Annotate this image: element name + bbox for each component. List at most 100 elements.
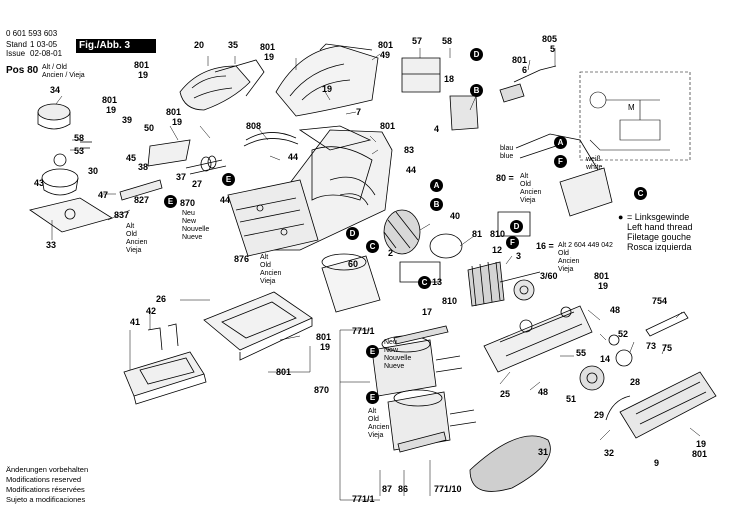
part-label: 81: [472, 229, 483, 239]
note-line: Nueve: [182, 234, 203, 241]
note-line: Old: [520, 181, 531, 188]
note-line: Nueve: [384, 363, 405, 370]
part-label: 35: [228, 40, 239, 50]
part-label: 52: [618, 329, 629, 339]
part-label: 19: [106, 105, 117, 115]
part-label: 9: [654, 458, 660, 468]
note-line: Neu: [384, 339, 397, 346]
note-16-label: 16 =: [536, 241, 554, 251]
part-label: 801: [594, 271, 610, 281]
note-line: Old: [368, 416, 379, 423]
part-label: 57: [412, 36, 423, 46]
part-label: 801: [166, 107, 182, 117]
part-label: 827: [134, 195, 150, 205]
part-label: 32: [604, 448, 615, 458]
note-line: Nouvelle: [182, 226, 210, 233]
note-line: Vieja: [260, 278, 276, 285]
legend-line: Left hand thread: [627, 222, 693, 232]
part-label: 26: [156, 294, 167, 304]
part-label: 27: [192, 179, 203, 189]
part-label: 754: [652, 296, 668, 306]
part-label: 75: [662, 343, 673, 353]
callout-bullet: D: [510, 220, 523, 233]
belt-housing: [483, 305, 593, 373]
chip-deflector: [245, 132, 297, 141]
field-coil: [383, 209, 463, 259]
rear-shoe: [123, 323, 207, 405]
part-label: 83: [404, 145, 415, 155]
part-label: 44: [220, 195, 231, 205]
drive-belt: [469, 435, 551, 492]
callout-bullet: E: [366, 391, 379, 404]
note-line: Vieja: [368, 432, 384, 439]
pos-80-note-2: Ancien / Vieja: [42, 72, 85, 79]
callout-bullet: C: [366, 240, 379, 253]
note-line: New: [384, 347, 399, 354]
part-label: 58: [74, 133, 85, 143]
note-line: Alt: [126, 223, 135, 230]
note-80-label: 80 =: [496, 173, 514, 183]
callout-bullet: C: [634, 187, 647, 200]
part-label: 44: [288, 152, 299, 162]
part-label: 34: [50, 85, 61, 95]
part-label: 19: [598, 281, 609, 291]
part-label: 801: [378, 40, 394, 50]
callout-bullet: E: [222, 173, 235, 186]
part-label: 810: [442, 296, 458, 306]
part-label: 18: [444, 74, 455, 84]
part-label: 801: [276, 367, 292, 377]
motor-symbol-label: M: [628, 103, 635, 112]
part-label: 45: [126, 153, 137, 163]
part-label: 3/60: [540, 271, 558, 281]
part-label: 25: [500, 389, 511, 399]
note-line: Ancien: [126, 239, 148, 246]
part-label: 7: [356, 107, 362, 117]
callout-bullet: F: [554, 155, 567, 168]
callout-bullet: E: [366, 345, 379, 358]
exhaust-tube: [321, 255, 381, 313]
part-label: 19: [322, 84, 333, 94]
legend-line: Rosca izquierda: [627, 242, 692, 252]
depth-knob-assembly: [29, 103, 113, 233]
part-label: 29: [594, 410, 605, 420]
part-label: 17: [422, 307, 433, 317]
note-line: Alt 2 604 449 042: [558, 242, 613, 249]
part-label: 870: [314, 385, 330, 395]
part-label: 13: [432, 277, 443, 287]
callout-bullet: C: [418, 276, 431, 289]
part-label: 12: [492, 245, 503, 255]
part-label: 14: [600, 354, 611, 364]
note-line: Ancien: [520, 189, 542, 196]
part-number: 0 601 593 603: [6, 29, 58, 38]
part-label: 42: [146, 306, 157, 316]
part-label: 53: [74, 146, 85, 156]
wire-white-de: weiß: [586, 156, 601, 163]
part-label: 870: [180, 198, 196, 208]
top-housing: [275, 43, 379, 117]
planer-drum-new: [371, 335, 463, 397]
part-label: 47: [98, 190, 109, 200]
adjustment-bar: [119, 179, 163, 201]
note-line: Old: [260, 262, 271, 269]
part-label: 6: [522, 65, 528, 75]
part-label: 39: [122, 115, 133, 125]
footer-line: Sujeto a modificaciones: [6, 495, 86, 504]
note-line: Alt: [368, 408, 377, 415]
wire-blue-de: blau: [500, 145, 514, 152]
part-label: 37: [176, 172, 187, 182]
part-label: 19: [696, 439, 707, 449]
part-label: 43: [34, 178, 45, 188]
note-line: Vieja: [558, 266, 574, 273]
footer-line: Modifications réservées: [6, 485, 85, 494]
part-label: 55: [576, 348, 587, 358]
part-label: 876: [234, 254, 250, 264]
note-line: Ancien: [368, 424, 390, 431]
part-label: 808: [246, 121, 262, 131]
part-label: 38: [138, 162, 149, 172]
front-base-plate: [203, 291, 313, 361]
part-label: 771/1: [352, 326, 375, 336]
callout-bullet: E: [164, 195, 177, 208]
wrench: [645, 311, 689, 337]
